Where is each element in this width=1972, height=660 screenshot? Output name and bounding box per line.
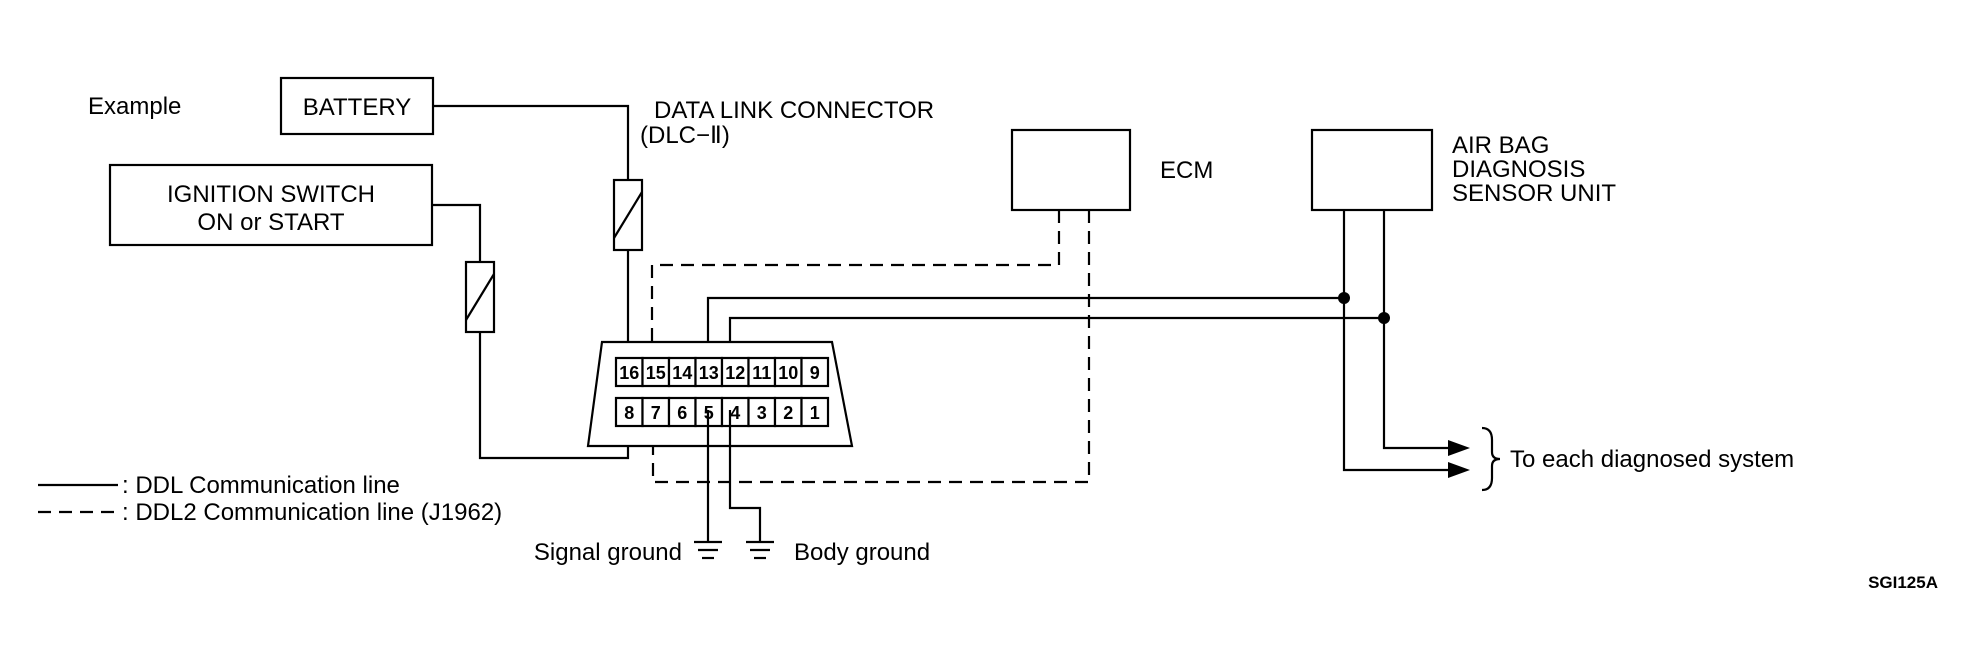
signal-ground-label: Signal ground — [534, 539, 682, 566]
pin-label-11: 11 — [752, 363, 771, 383]
legend-dashed-text: : DDL2 Communication line (J1962) — [122, 499, 502, 526]
airbag-label-line1: AIR BAG — [1452, 132, 1549, 159]
pin-cell-12 — [720, 356, 750, 388]
ignition-switch-label-line1: IGNITION SWITCH — [167, 181, 375, 208]
pin-cell-1 — [800, 396, 830, 428]
ignition-switch-label-line2: ON or START — [197, 209, 344, 236]
figure-code: SGI125A — [1868, 573, 1938, 592]
junction-dot-12 — [1378, 312, 1390, 324]
pin-label-12: 12 — [725, 363, 745, 383]
ignition-switch-box — [108, 163, 434, 247]
pin-cell-3 — [747, 396, 777, 428]
pin-label-7: 7 — [651, 403, 661, 423]
airbag-line-b — [1382, 210, 1450, 450]
pin-label-4: 4 — [730, 403, 740, 423]
arrow-upper — [1448, 440, 1470, 456]
pin-label-10: 10 — [778, 363, 798, 383]
battery-wire — [433, 104, 630, 180]
pin-cell-9 — [800, 356, 830, 388]
pin-label-9: 9 — [810, 363, 820, 383]
airbag-line-a — [1342, 210, 1450, 472]
ecm-box — [1010, 128, 1132, 212]
connector-top-pins: 16 15 14 13 12 11 10 9 — [614, 356, 830, 388]
ecm-pin15-dashed-wire — [650, 210, 1061, 354]
pin-label-3: 3 — [757, 403, 767, 423]
pin-label-14: 14 — [672, 363, 692, 383]
airbag-label-line3: SENSOR UNIT — [1452, 180, 1616, 207]
pin-label-6: 6 — [677, 403, 687, 423]
brace — [1481, 426, 1501, 492]
pin-cell-7 — [641, 396, 671, 428]
signal-ground-symbol — [694, 540, 722, 560]
ecm-label: ECM — [1160, 157, 1213, 184]
arrow-lower — [1448, 462, 1470, 478]
example-label: Example — [88, 93, 181, 120]
pin4-ground-wire — [728, 410, 762, 542]
pin-label-8: 8 — [624, 403, 634, 423]
body-ground-label: Body ground — [794, 539, 930, 566]
pin-label-16: 16 — [619, 363, 639, 383]
pin-label-15: 15 — [646, 363, 666, 383]
dlc-label-line1: DATA LINK CONNECTOR — [654, 97, 934, 124]
dlc-label-line2: (DLC−Ⅱ) — [640, 122, 730, 149]
pin-label-13: 13 — [699, 363, 719, 383]
pin-label-1: 1 — [810, 403, 820, 423]
body-ground-symbol — [746, 540, 774, 560]
pin13-wire — [706, 296, 1344, 354]
pin-cell-8 — [614, 396, 644, 428]
airbag-sensor-unit-box — [1310, 128, 1434, 212]
to-systems-label: To each diagnosed system — [1510, 446, 1794, 473]
ignition-fuse-slash — [465, 273, 495, 321]
battery-fuse-slash — [613, 191, 643, 239]
pin-label-2: 2 — [783, 403, 793, 423]
legend-solid-text: : DDL Communication line — [122, 472, 400, 499]
airbag-label-line2: DIAGNOSIS — [1452, 156, 1585, 183]
junction-dot-13 — [1338, 292, 1350, 304]
battery-box — [279, 76, 435, 136]
battery-label: BATTERY — [303, 94, 411, 121]
ignition-wire — [432, 203, 482, 262]
pin-cell-2 — [773, 396, 803, 428]
